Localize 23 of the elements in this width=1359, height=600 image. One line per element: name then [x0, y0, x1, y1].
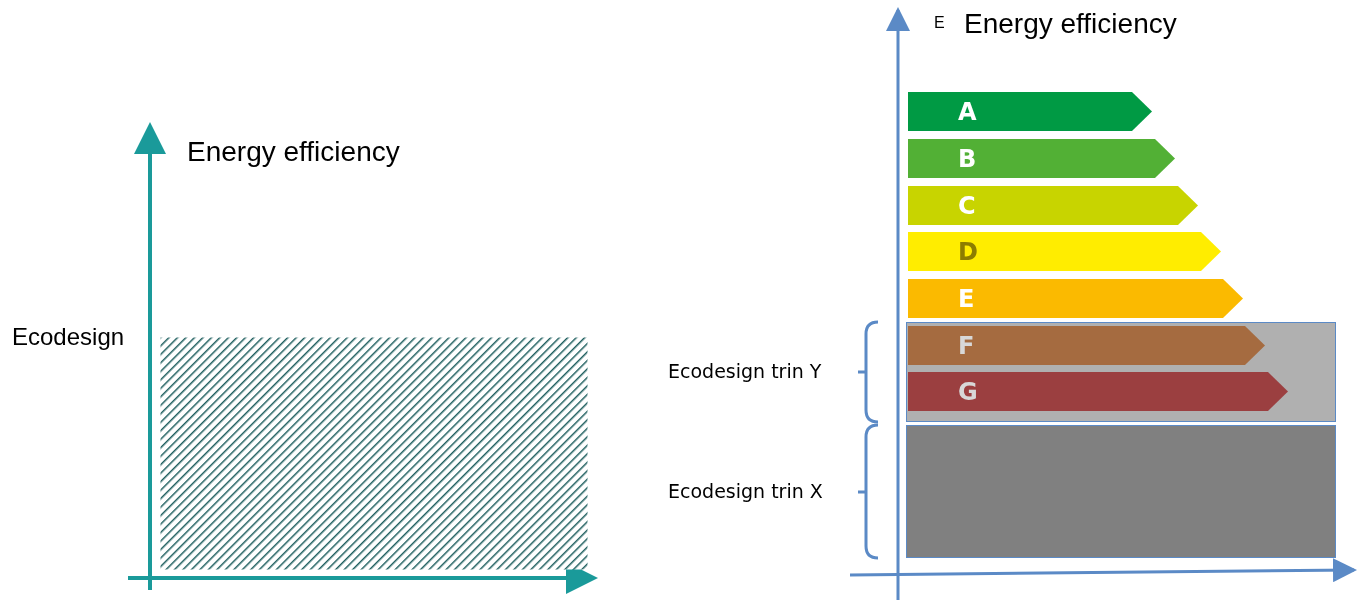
rating-letter: G	[958, 379, 978, 404]
shaded-area	[906, 425, 1336, 558]
rating-letter: B	[958, 146, 977, 171]
rating-letter: F	[958, 333, 975, 358]
rating-band	[908, 372, 1288, 411]
rating-band	[908, 279, 1243, 318]
level-label: Ecodesign	[12, 325, 125, 349]
rating-band	[908, 186, 1198, 225]
rating-letter: A	[958, 99, 977, 124]
rating-band	[908, 326, 1265, 365]
rating-band	[908, 139, 1175, 178]
rating-band	[908, 232, 1221, 271]
rating-letter: C	[958, 193, 976, 218]
axis-title: E	[934, 15, 945, 31]
axis-title: Energy efficiency	[187, 138, 400, 166]
shaded-area	[906, 322, 1336, 422]
hatched-area	[160, 337, 588, 570]
bracket-label: Ecodesign trin Y	[668, 362, 822, 381]
rating-letter: D	[958, 239, 978, 264]
axis-title: Energy efficiency	[964, 10, 1177, 38]
rating-band	[908, 92, 1152, 131]
bracket-label: Ecodesign trin X	[668, 482, 823, 501]
rating-letter: E	[958, 286, 975, 311]
